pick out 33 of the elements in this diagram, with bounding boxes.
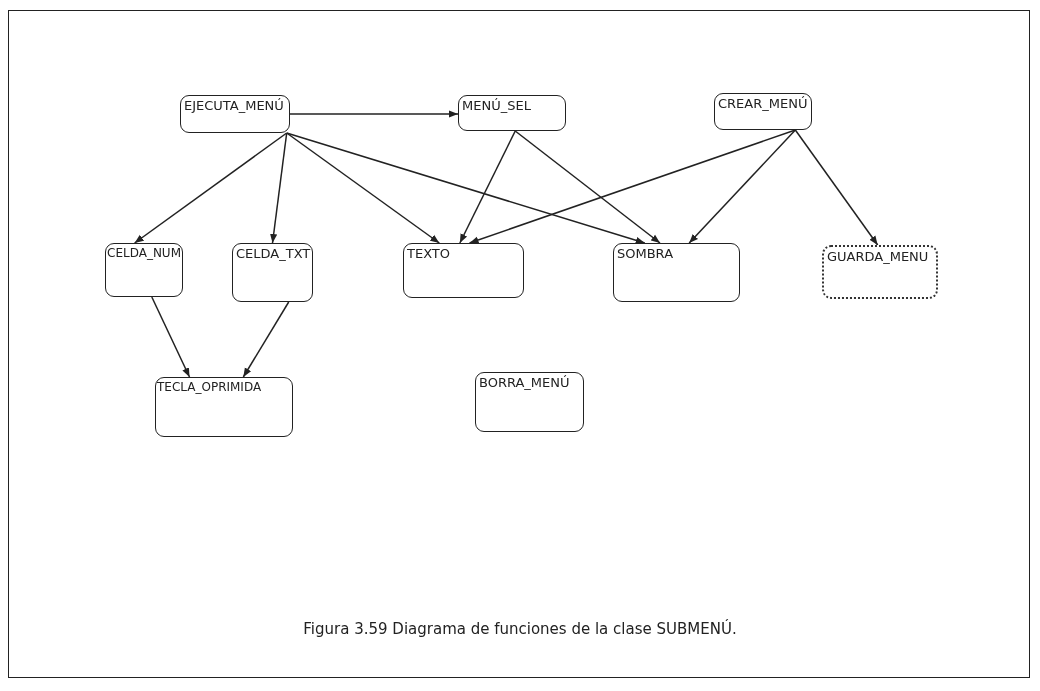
arrow [459, 130, 516, 244]
function-name: GUARDA_MENU [827, 249, 929, 264]
function-name: CELDA_TXT [236, 246, 311, 261]
function-box [714, 93, 812, 130]
arrow [794, 129, 879, 246]
arrow [242, 301, 290, 378]
arrow [285, 132, 646, 244]
arrow [688, 129, 797, 244]
dotted-function-box [822, 245, 938, 299]
function-name: MENÚ_SEL [462, 98, 531, 113]
arrow [289, 110, 459, 118]
function-box [613, 243, 740, 302]
arrow [270, 132, 288, 244]
arrow [468, 129, 797, 244]
function-box [155, 377, 293, 437]
function-box [105, 243, 183, 297]
function-box [475, 372, 584, 432]
arrow [514, 130, 661, 244]
figure-caption: Figura 3.59 Diagrama de funciones de la clase SUBMENÚ. [303, 620, 737, 638]
arrow [151, 296, 191, 378]
function-name: CREAR_MENÚ [718, 96, 808, 111]
arrow [285, 132, 441, 244]
function-box [458, 95, 566, 131]
function-name: TECLA_OPRIMIDA [157, 380, 262, 394]
function-name: SOMBRA [617, 246, 674, 261]
function-box [232, 243, 313, 302]
function-name: BORRA_MENÚ [479, 375, 570, 390]
function-name: CELDA_NUM [107, 246, 181, 260]
function-box [403, 243, 524, 298]
function-box [180, 95, 290, 133]
function-name: TEXTO [407, 246, 450, 261]
function-name: EJECUTA_MENÚ [184, 98, 284, 113]
arrow [133, 132, 288, 244]
